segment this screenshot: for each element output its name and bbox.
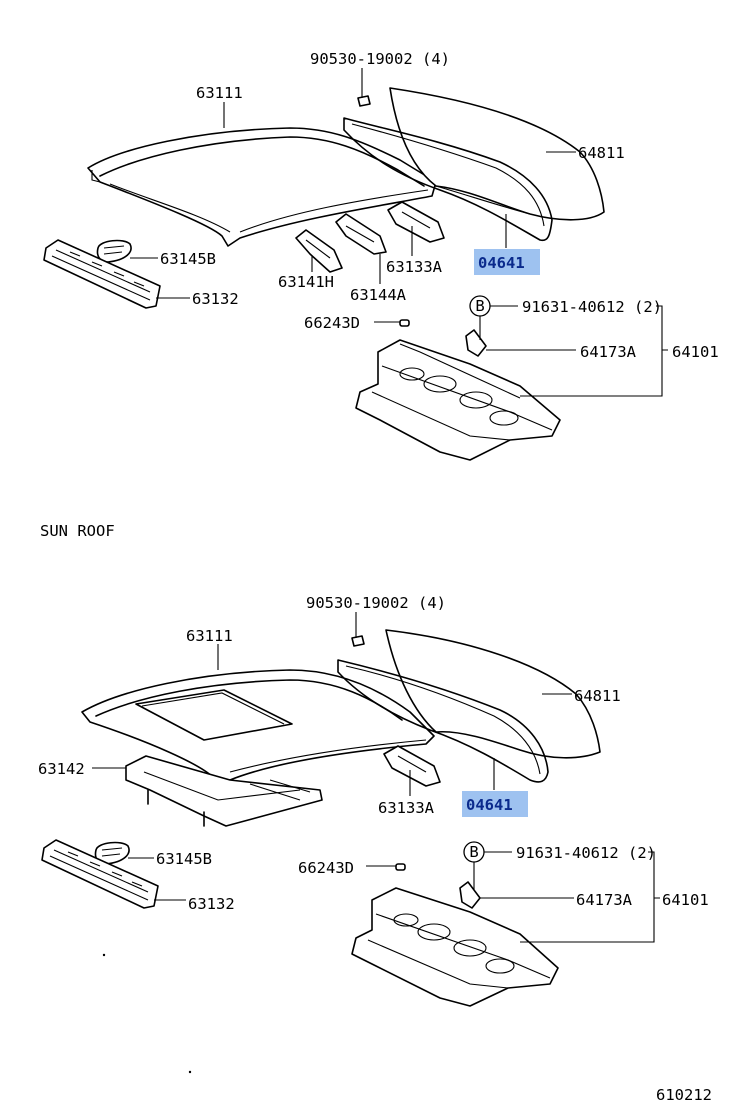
scan-dot-2: [188, 1070, 192, 1074]
bottom-label-91631[interactable]: 91631-40612 (2): [516, 844, 656, 862]
leader-top-64101-bracket: [520, 305, 668, 397]
clip-66243d-bottom-drawing: [395, 863, 406, 871]
bottom-label-90530[interactable]: 90530-19002 (4): [306, 594, 446, 612]
housing-63142-drawing: [125, 755, 323, 827]
top-04641-highlight: [474, 249, 540, 275]
clip-90530-drawing: [357, 95, 371, 107]
top-label-63144a[interactable]: 63144A: [350, 286, 407, 304]
footer-code: 610212: [656, 1086, 712, 1104]
bottom-callout-b-letter: B: [469, 843, 478, 861]
section-label-sun-roof: SUN ROOF: [40, 522, 115, 540]
top-label-63133a[interactable]: 63133A: [386, 258, 443, 276]
top-callout-b-circle: [469, 295, 491, 317]
clip-90530-bottom-drawing: [351, 635, 365, 647]
top-label-63111[interactable]: 63111: [196, 84, 243, 102]
bottom-callout-b-circle: [463, 841, 485, 863]
bottom-label-64173a[interactable]: 64173A: [576, 891, 633, 909]
bottom-assembly: B 90530-19002 (4) 63111 64811 63142 6313…: [38, 594, 709, 1007]
top-label-63132[interactable]: 63132: [192, 290, 239, 308]
package-tray-drawing: [355, 339, 561, 461]
top-label-64173a[interactable]: 64173A: [580, 343, 637, 361]
bottom-04641-highlight: [462, 791, 528, 817]
reinf-63133a-drawing: [387, 201, 445, 243]
leader-bottom-64101-bracket: [520, 851, 660, 943]
bottom-label-64101[interactable]: 64101: [662, 891, 709, 909]
roof-panel-sunroof-drawing: [81, 669, 435, 789]
back-window-drawing: [343, 87, 605, 242]
bracket-64173a-drawing: [465, 329, 487, 357]
top-label-63141h[interactable]: 63141H: [278, 273, 334, 291]
top-label-91631[interactable]: 91631-40612 (2): [522, 298, 662, 316]
top-callout-b-letter: B: [475, 297, 484, 315]
package-tray-bottom-drawing: [351, 887, 559, 1007]
top-label-04641[interactable]: 04641: [478, 254, 525, 272]
scan-dot-1: [102, 953, 106, 957]
bracket-63145b-drawing: [96, 239, 132, 263]
bottom-label-63132[interactable]: 63132: [188, 895, 235, 913]
bottom-label-63133a[interactable]: 63133A: [378, 799, 435, 817]
bottom-label-64811[interactable]: 64811: [574, 687, 621, 705]
bottom-label-04641[interactable]: 04641: [466, 796, 513, 814]
top-label-64811[interactable]: 64811: [578, 144, 625, 162]
bottom-label-63142[interactable]: 63142: [38, 760, 85, 778]
top-assembly: B 90530-19002 (4) 63111 64811 04641 6314…: [43, 50, 719, 461]
bottom-label-66243d[interactable]: 66243D: [298, 859, 354, 877]
roof-panel-drawing: [87, 127, 437, 247]
bracket-64173a-bottom-drawing: [459, 881, 481, 909]
top-label-90530[interactable]: 90530-19002 (4): [310, 50, 450, 68]
reinf-63141h-drawing: [295, 229, 343, 273]
bottom-label-63111[interactable]: 63111: [186, 627, 233, 645]
header-63132-drawing: [43, 239, 161, 309]
top-label-66243d[interactable]: 66243D: [304, 314, 360, 332]
top-label-63145b[interactable]: 63145B: [160, 250, 216, 268]
bottom-label-63145b[interactable]: 63145B: [156, 850, 212, 868]
back-window-sunroof-drawing: [337, 629, 601, 783]
clip-66243d-drawing: [399, 319, 410, 327]
header-63132-bottom-drawing: [41, 839, 159, 909]
reinf-63133a-bottom-drawing: [383, 745, 441, 787]
top-label-64101[interactable]: 64101: [672, 343, 719, 361]
